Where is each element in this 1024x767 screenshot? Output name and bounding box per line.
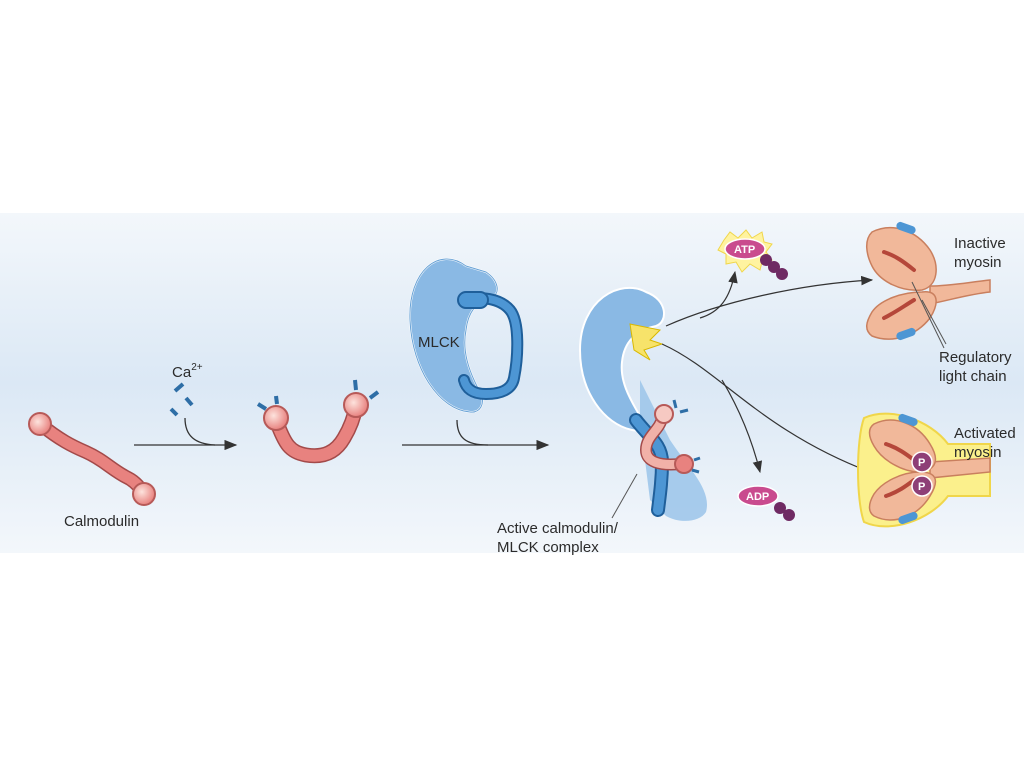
- inactive-label-line1: Inactive: [954, 235, 1006, 252]
- phosphate-label-top: P: [918, 457, 925, 469]
- activated-label-line1: Activated: [954, 425, 1016, 442]
- active-complex-label-line1: Active calmodulin/: [497, 520, 619, 537]
- mlck-label: MLCK: [418, 334, 460, 351]
- activated-label-line2: myosin: [954, 444, 1002, 461]
- calmodulin-label: Calmodulin: [64, 513, 139, 530]
- atp-label: ATP: [734, 244, 755, 256]
- inactive-label-line2: myosin: [954, 254, 1002, 271]
- phosphate-label-bottom: P: [918, 481, 925, 493]
- adp-label: ADP: [746, 491, 769, 503]
- regulatory-label-line1: Regulatory: [939, 349, 1012, 366]
- active-complex-label-line2: MLCK complex: [497, 539, 599, 556]
- regulatory-label-line2: light chain: [939, 368, 1007, 385]
- calcium-charge: 2+: [191, 362, 203, 373]
